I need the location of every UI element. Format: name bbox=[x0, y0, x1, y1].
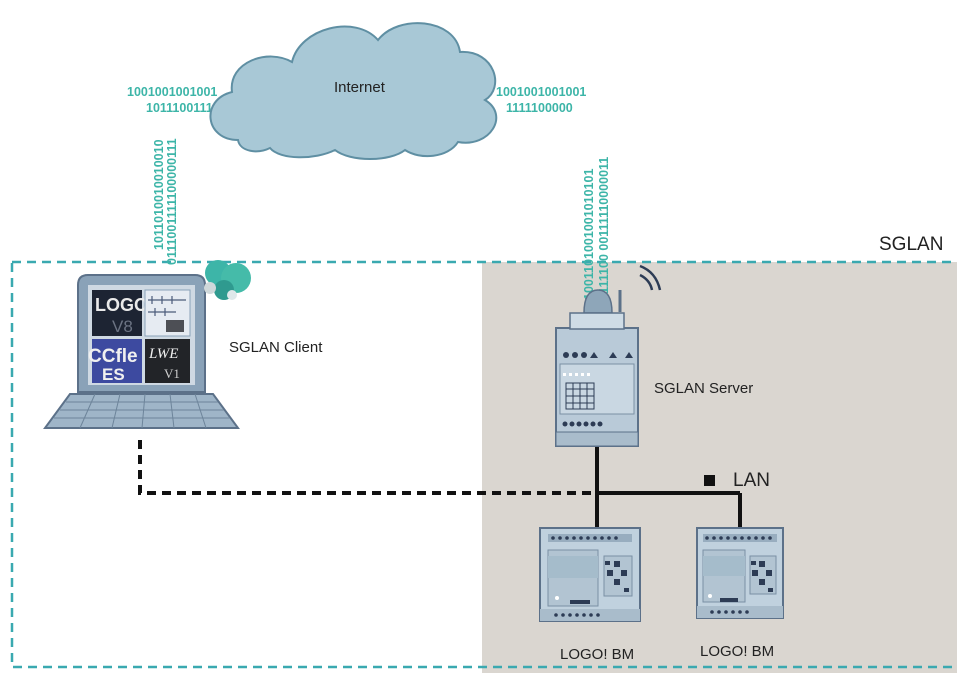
logo-device-1 bbox=[539, 527, 641, 622]
lan-marker-icon bbox=[704, 475, 715, 486]
logo-device-2 bbox=[696, 527, 784, 619]
server-device bbox=[555, 264, 662, 447]
lan-wiring bbox=[138, 440, 742, 528]
tile-text-lwe: LWE bbox=[148, 346, 178, 362]
tile-text-ccflex: CCfle bbox=[88, 346, 138, 367]
logo-bm-label-2: LOGO! BM bbox=[700, 643, 774, 660]
bits-left-top-2: 10111001111 bbox=[146, 101, 219, 115]
lwe-tile bbox=[145, 339, 190, 383]
logo-v8-tile bbox=[92, 290, 142, 336]
bits-right-top-2: 1111100000 bbox=[506, 101, 573, 115]
bits-left-top-1: 1001001001001 bbox=[127, 85, 217, 99]
sglan-boundary bbox=[10, 260, 957, 669]
client-label: SGLAN Client bbox=[229, 339, 323, 356]
server-label: SGLAN Server bbox=[654, 380, 753, 397]
laptop-icon: LOGO V8 CCfle ES LWE V1 bbox=[43, 274, 240, 429]
tile-text-logo: LOGO bbox=[95, 295, 148, 315]
right-data-stream: 1001001001001 1111100000 100110100100101… bbox=[496, 85, 611, 300]
bits-left-vertical-2: 0111001111100000111 bbox=[165, 138, 179, 265]
left-data-stream: 1001001001001 10111001111 10110100100100… bbox=[127, 85, 219, 265]
logo-bm-label-1: LOGO! BM bbox=[560, 646, 634, 663]
sglan-label: SGLAN bbox=[879, 234, 943, 255]
tile-text-v8: V8 bbox=[112, 317, 133, 336]
internet-label: Internet bbox=[334, 79, 386, 96]
bits-right-top-1: 1001001001001 bbox=[496, 85, 586, 99]
access-key-icon bbox=[204, 260, 251, 300]
tile-text-es: ES bbox=[102, 365, 125, 384]
tile-text-v1: V1 bbox=[164, 366, 180, 381]
lan-label: LAN bbox=[733, 470, 770, 491]
ccflex-tile bbox=[92, 339, 142, 383]
internet-cloud: Internet bbox=[209, 22, 498, 160]
bits-right-vertical-1: 1001101001001010101 bbox=[582, 169, 596, 300]
bits-left-vertical-1: 1011010010010010 bbox=[152, 139, 166, 250]
bits-right-vertical-2: 1111100 00111110000011 bbox=[597, 157, 611, 300]
